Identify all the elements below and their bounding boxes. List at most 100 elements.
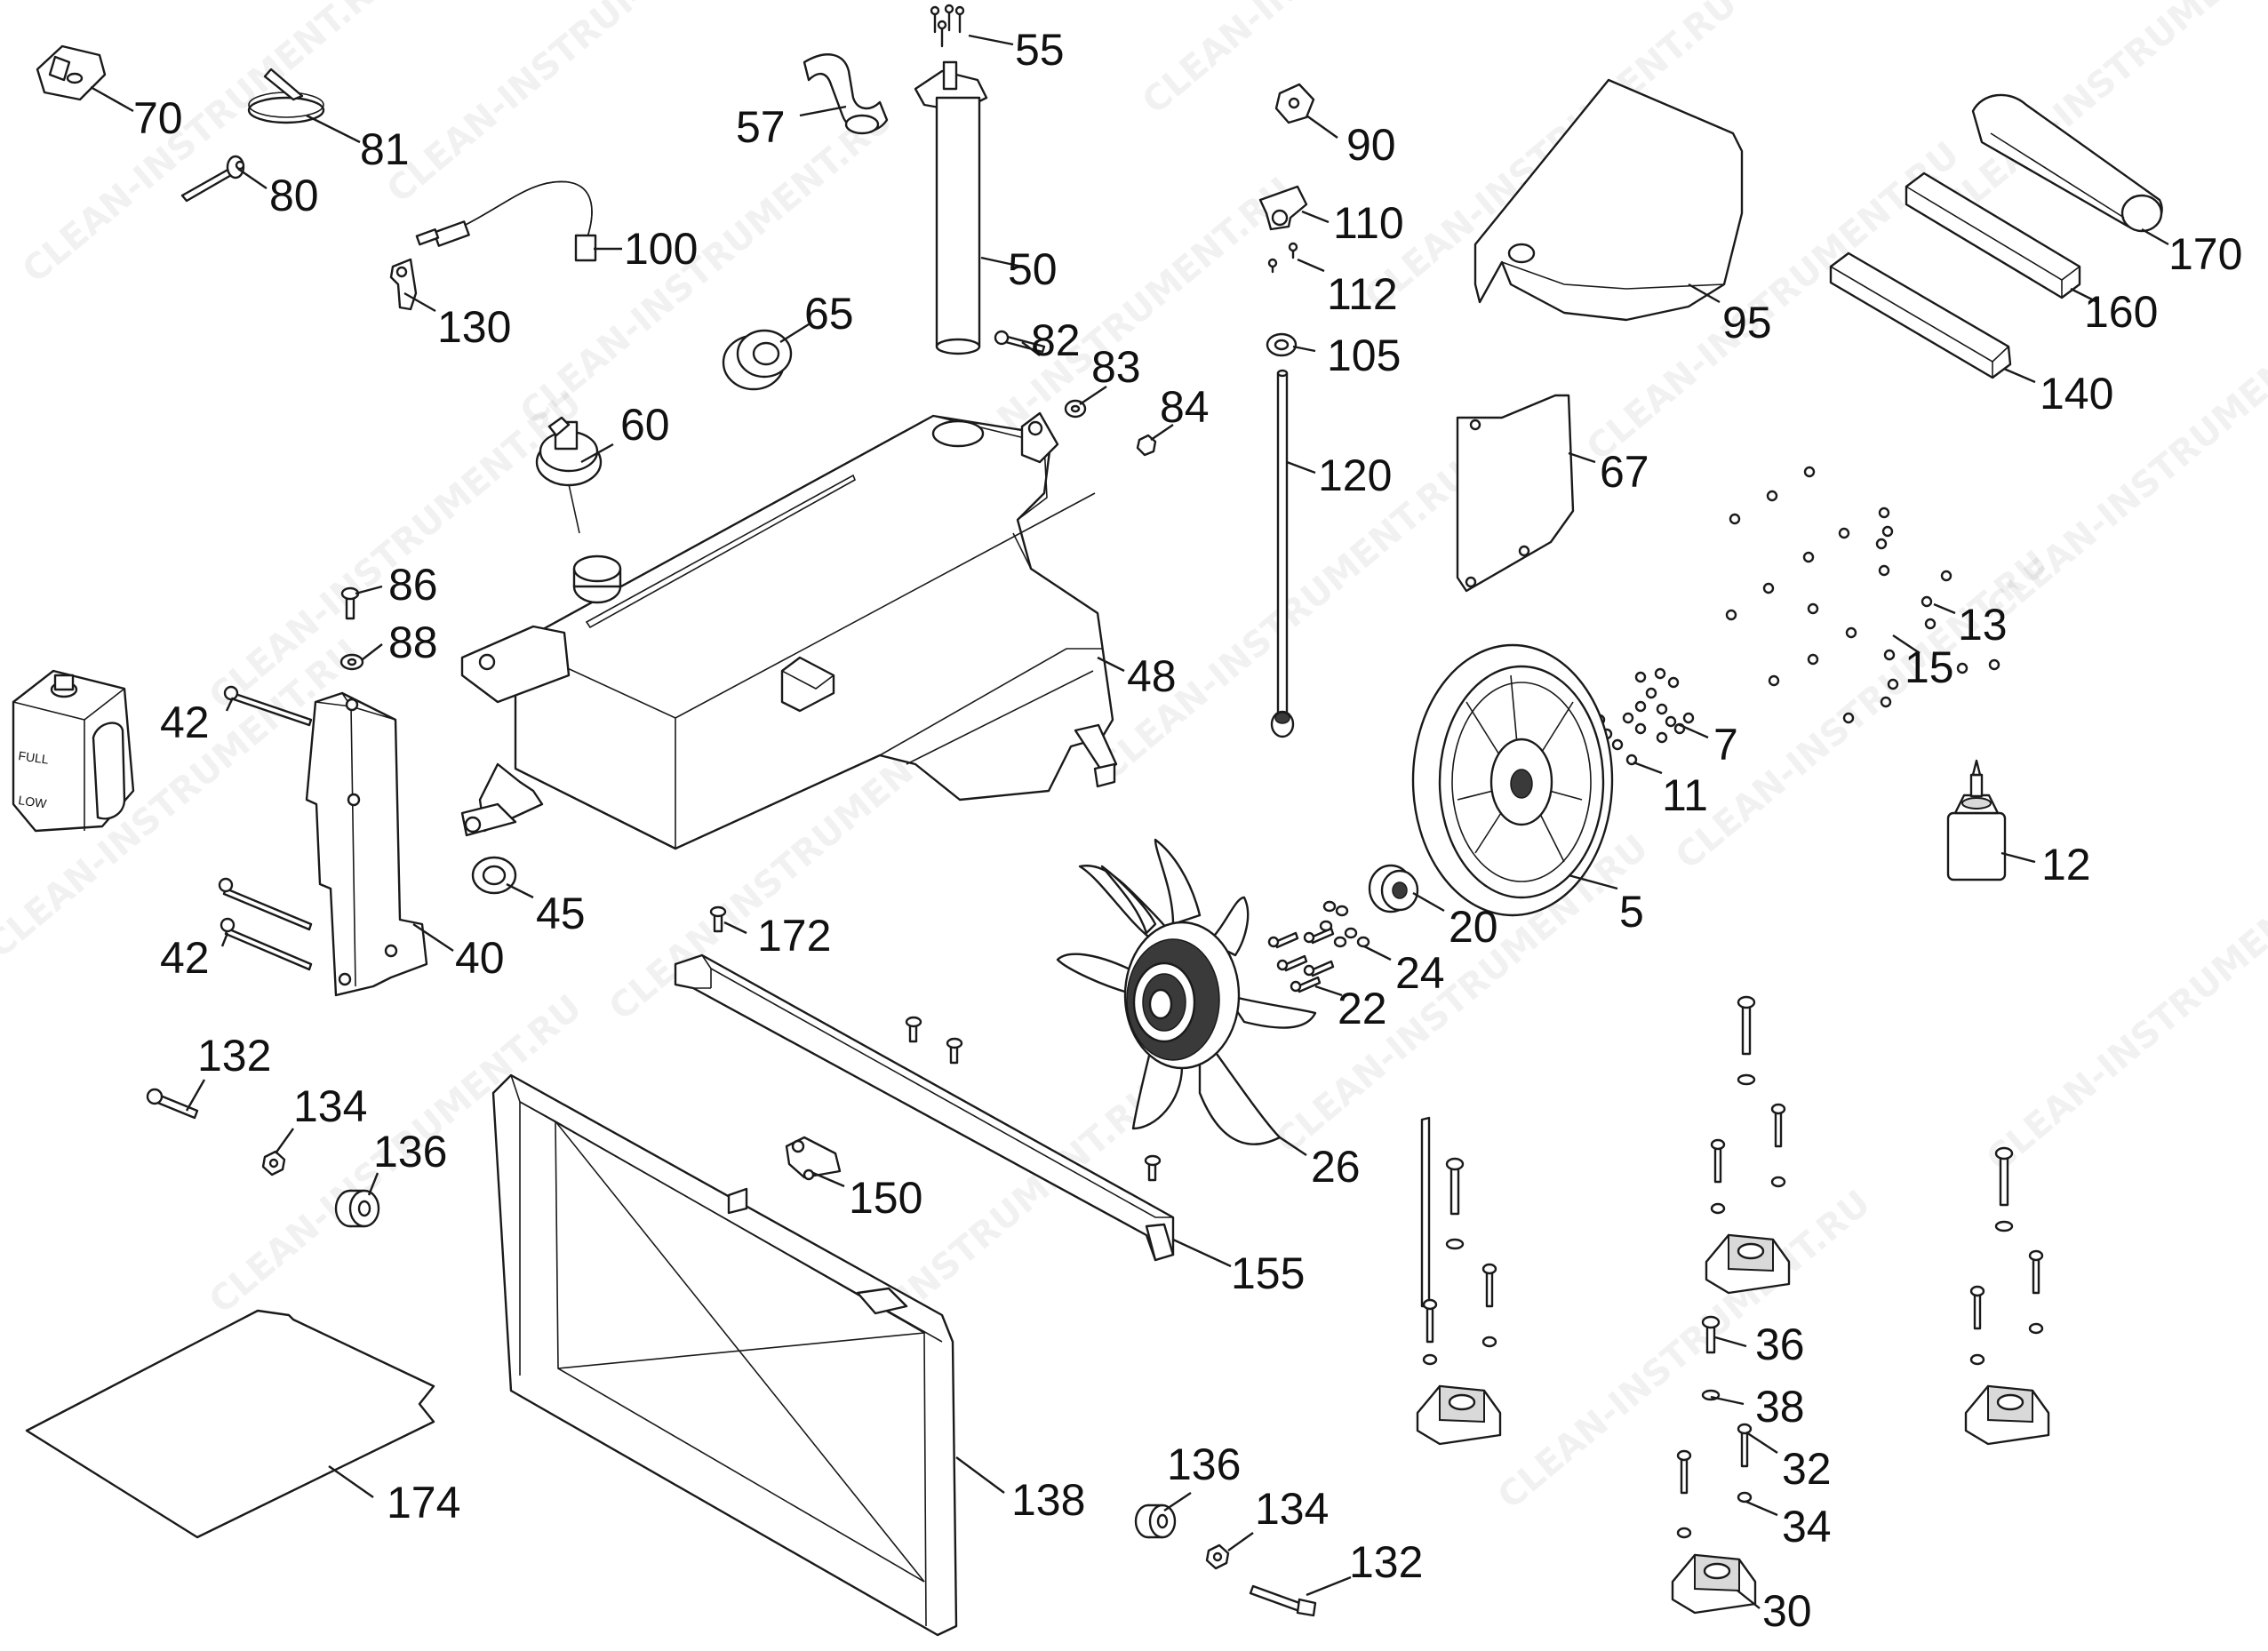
- callout-36: 36: [1755, 1320, 1805, 1369]
- callout-140: 140: [2040, 369, 2113, 419]
- part-134-nut-upper: [261, 1150, 286, 1176]
- part-150-clip: [785, 1136, 842, 1181]
- part-80-rivet: [180, 155, 245, 203]
- callout-86: 86: [388, 560, 438, 610]
- part-48-fuel-tank: [460, 411, 1118, 850]
- reservoir-low-label: LOW: [18, 793, 49, 810]
- callout-12: 12: [2041, 840, 2091, 889]
- callout-136-lower: 136: [1167, 1440, 1241, 1489]
- callout-88: 88: [388, 618, 438, 667]
- callout-11: 11: [1662, 770, 1708, 820]
- callout-13: 13: [1958, 600, 2008, 650]
- callout-34: 34: [1782, 1502, 1832, 1551]
- part-88-washer: [339, 653, 364, 671]
- callout-160: 160: [2084, 287, 2158, 337]
- callout-84: 84: [1160, 382, 1210, 432]
- callout-24: 24: [1395, 948, 1445, 998]
- watermark: CLEAN-INSTRUMENT.RU: [15, 0, 403, 291]
- mount-assembly-1: [1416, 1116, 1502, 1446]
- callout-15: 15: [1905, 642, 1954, 692]
- part-132-bolt-lower: [1249, 1584, 1317, 1617]
- part-20-hub: [1368, 864, 1419, 913]
- part-26-fan: [1056, 838, 1317, 1145]
- part-45-grommet: [471, 856, 517, 895]
- callout-136-upper: 136: [373, 1127, 447, 1176]
- callout-5: 5: [1619, 887, 1644, 937]
- callout-83: 83: [1091, 342, 1141, 392]
- part-70-clip-nut: [36, 44, 107, 101]
- callout-150: 150: [849, 1173, 922, 1223]
- callout-22: 22: [1338, 984, 1387, 1033]
- part-40-shroud-bracket: [305, 691, 428, 997]
- callout-48: 48: [1127, 651, 1177, 701]
- part-138-radiator: [491, 1073, 958, 1637]
- callout-172: 172: [757, 911, 831, 961]
- callout-26: 26: [1311, 1142, 1361, 1192]
- part-55-screws: [930, 4, 965, 48]
- coolant-reservoir: FULL LOW: [12, 669, 135, 833]
- callout-labels: 70 81 80 100 130 57 55 50 65 82 83 84 60…: [133, 25, 2242, 1636]
- part-174-sheet: [25, 1309, 435, 1539]
- part-65-grommet: [722, 329, 793, 391]
- callout-132-lower: 132: [1349, 1537, 1423, 1587]
- part-120-level-sender: [1270, 369, 1295, 738]
- callout-100: 100: [624, 224, 698, 274]
- callout-32: 32: [1782, 1444, 1832, 1494]
- part-130-bracket: [389, 258, 418, 311]
- part-160-foam-strip: [1905, 171, 2081, 299]
- watermark: CLEAN-INSTRUMENT.RU: [379, 0, 768, 211]
- callout-55: 55: [1015, 25, 1065, 75]
- part-95-cover: [1473, 78, 1744, 322]
- part-5-fan-drum: [1411, 643, 1614, 917]
- part-12-bottle: [1946, 759, 2007, 881]
- callout-170: 170: [2168, 229, 2242, 279]
- part-155-shroud-rail: [674, 953, 1175, 1262]
- part-105-grommet: [1266, 332, 1298, 357]
- part-81-hose-clamp: [247, 68, 325, 124]
- callout-105: 105: [1327, 331, 1401, 380]
- part-100-hose-sensor: [415, 180, 597, 262]
- part-110-bracket: [1258, 185, 1308, 231]
- callout-138: 138: [1011, 1475, 1085, 1525]
- part-57-angled-fitting: [803, 53, 889, 135]
- callout-7: 7: [1713, 720, 1738, 770]
- callout-57: 57: [736, 102, 786, 152]
- part-13-15-screw-set: [1725, 466, 2000, 724]
- callout-82: 82: [1031, 315, 1081, 365]
- callout-42-upper: 42: [160, 698, 210, 747]
- mount-assembly-3: [1964, 1146, 2050, 1446]
- callout-134-lower: 134: [1255, 1484, 1329, 1534]
- callout-95: 95: [1722, 298, 1772, 347]
- callout-80: 80: [269, 171, 319, 220]
- callout-60: 60: [620, 400, 670, 450]
- callout-70: 70: [133, 93, 183, 143]
- callout-42-lower: 42: [160, 933, 210, 983]
- callout-134-upper: 134: [293, 1081, 367, 1131]
- callout-130: 130: [437, 302, 511, 352]
- part-50-filler-tube: [914, 60, 988, 355]
- part-67-plate: [1456, 394, 1575, 593]
- callout-65: 65: [804, 289, 854, 339]
- callout-67: 67: [1600, 447, 1649, 497]
- rail-screws: [905, 1016, 1162, 1182]
- part-140-foam-strip: [1829, 251, 2012, 379]
- callout-90: 90: [1346, 120, 1396, 170]
- mount-assembly-2: [1705, 995, 1791, 1295]
- callout-112: 112: [1327, 269, 1398, 319]
- part-24-washers: [1319, 900, 1370, 948]
- part-112-screws: [1267, 242, 1298, 274]
- callout-120: 120: [1318, 451, 1392, 500]
- callout-30: 30: [1762, 1586, 1812, 1636]
- leader-lines: [90, 34, 2169, 1609]
- part-132-bolt-upper: [146, 1088, 199, 1120]
- part-172-screw: [709, 905, 727, 933]
- part-84-nut: [1136, 434, 1157, 457]
- watermark: CLEAN-INSTRUMENT.RU: [1979, 845, 2268, 1180]
- callout-174: 174: [387, 1478, 460, 1527]
- part-136-spacer-lower: [1134, 1503, 1177, 1539]
- watermark: CLEAN-INSTRUMENT.RU: [513, 99, 901, 434]
- part-42-bolts: [218, 685, 313, 971]
- part-170-roll: [1971, 93, 2163, 233]
- callout-81: 81: [360, 124, 410, 174]
